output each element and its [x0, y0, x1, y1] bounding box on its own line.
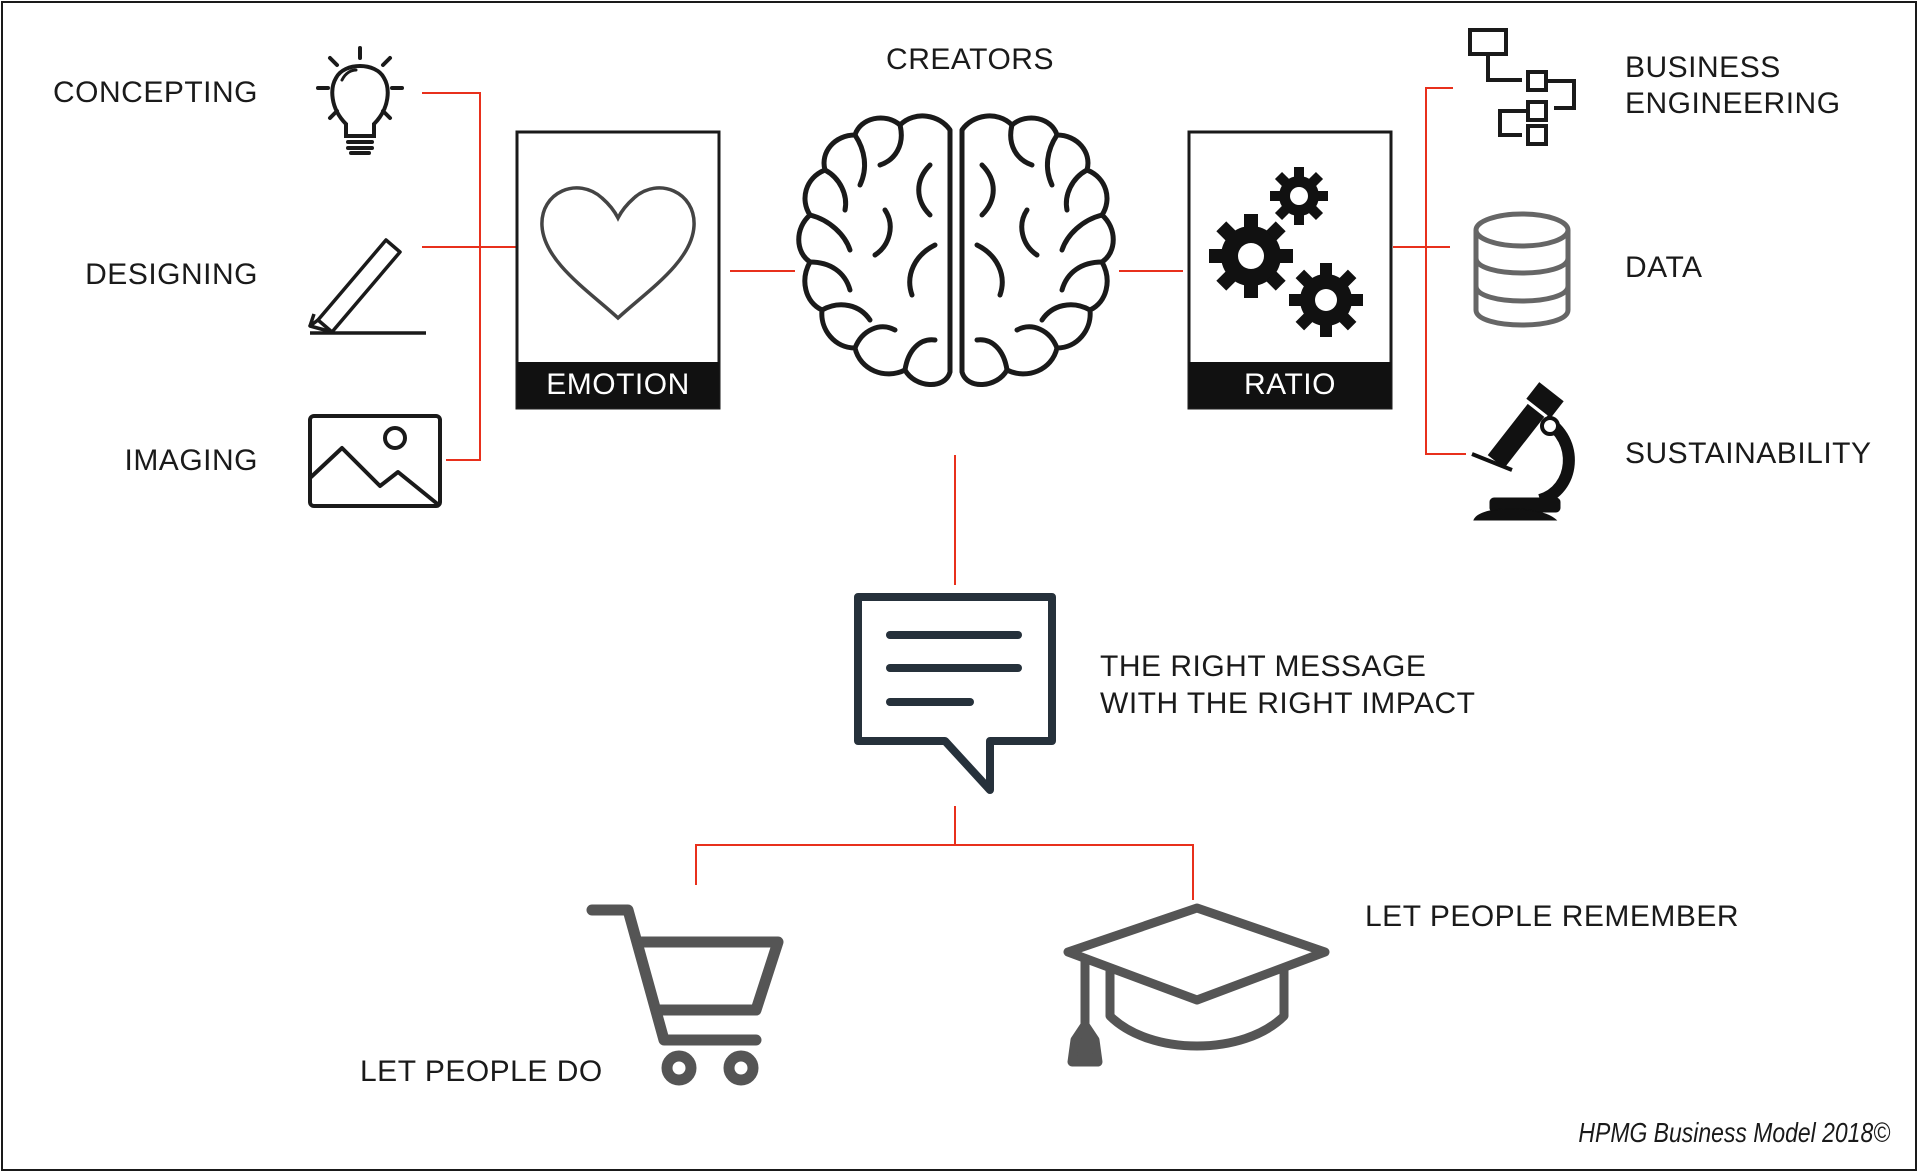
- emotion-label: EMOTION: [546, 368, 690, 401]
- heart-icon: [540, 186, 696, 321]
- outcome-let-people-remember: LET PEOPLE REMEMBER: [1365, 900, 1740, 933]
- left-item-designing: DESIGNING: [85, 258, 258, 291]
- copyright-caption: HPMG Business Model 2018©: [1578, 1117, 1890, 1148]
- connector-lines: [422, 87, 1466, 900]
- flowchart-icon: [1468, 28, 1576, 146]
- ratio-box: [1187, 130, 1393, 410]
- message-label: THE RIGHT MESSAGE WITH THE RIGHT IMPACT: [1100, 650, 1476, 720]
- outcome-let-people-do: LET PEOPLE DO: [360, 1055, 603, 1088]
- right-item-business-engineering: BUSINESS ENGINEERING: [1625, 51, 1841, 120]
- left-item-imaging: IMAGING: [124, 444, 258, 477]
- ratio-label: RATIO: [1244, 368, 1336, 401]
- lightbulb-icon: [316, 46, 404, 155]
- database-icon: [1473, 211, 1571, 328]
- microscope-icon: [1471, 382, 1575, 521]
- title-creators: CREATORS: [886, 43, 1054, 76]
- graduation-cap-icon: [1063, 903, 1330, 1067]
- image-icon: [308, 414, 442, 508]
- pencil-icon: [308, 238, 426, 335]
- left-item-concepting: CONCEPTING: [52, 76, 258, 109]
- brain-icon: [796, 113, 1116, 387]
- right-item-data: DATA: [1625, 251, 1703, 284]
- speech-bubble-icon: [854, 593, 1056, 794]
- right-item-sustainability: SUSTAINABILITY: [1625, 437, 1872, 470]
- emotion-box: [515, 130, 721, 410]
- shopping-cart-icon: [586, 904, 784, 1086]
